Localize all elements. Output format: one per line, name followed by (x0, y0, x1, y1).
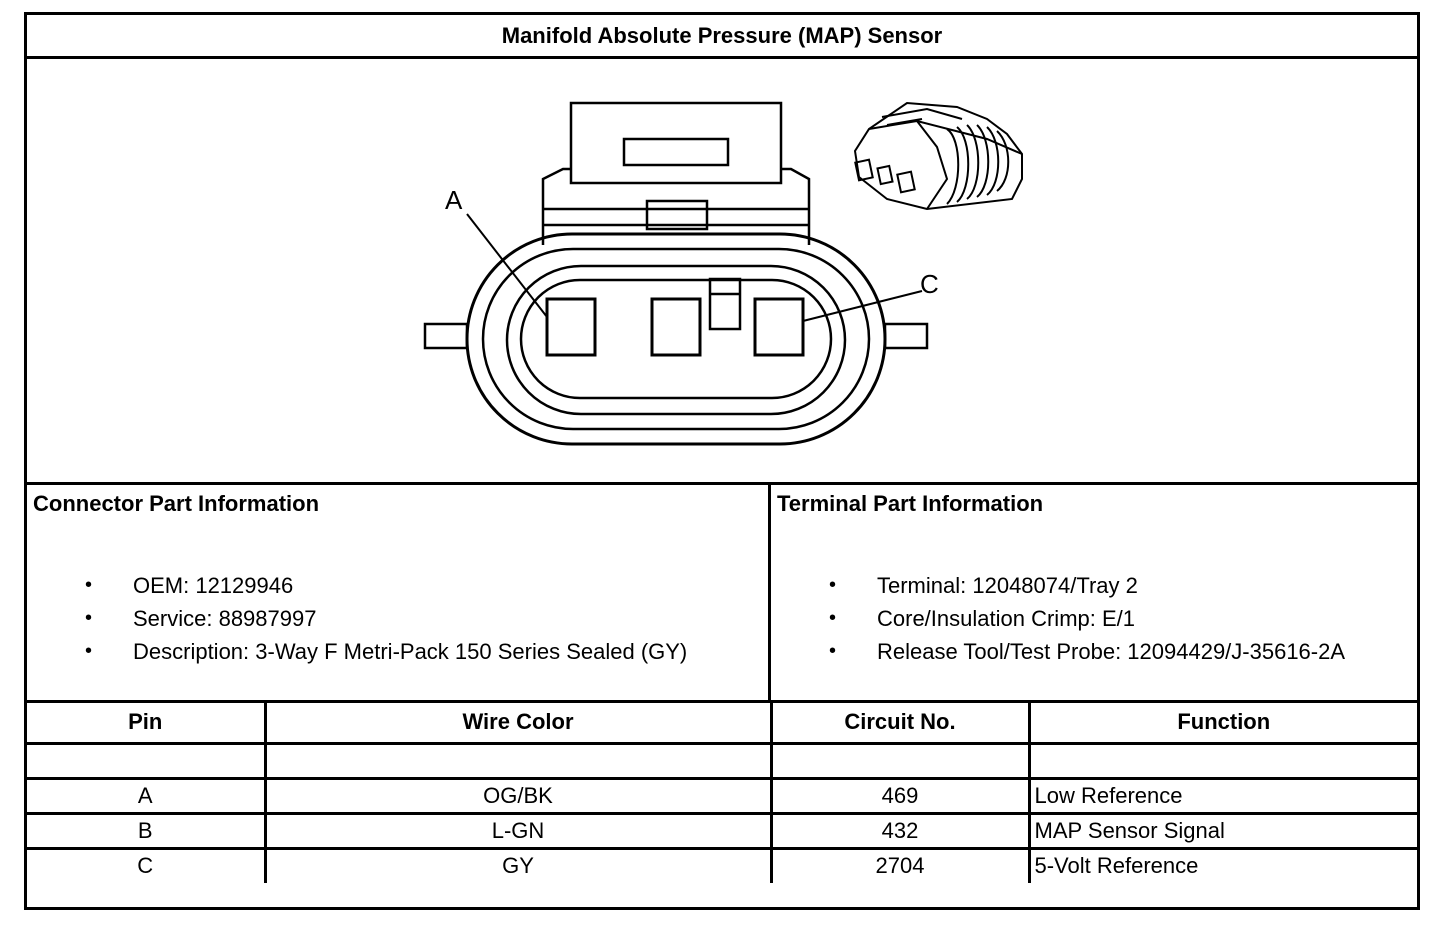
pin-table: Pin Wire Color Circuit No. Function A OG… (27, 703, 1417, 883)
bullet-icon: • (829, 607, 837, 629)
cell-function: 5-Volt Reference (1027, 846, 1417, 883)
table-row: B L-GN 432 MAP Sensor Signal (27, 811, 1417, 850)
cell-circuit-no (769, 741, 1031, 780)
callout-a-label: A (445, 185, 463, 215)
header-circuit-no: Circuit No. (769, 703, 1031, 745)
cell-function: Low Reference (1027, 776, 1417, 815)
table-header-row: Pin Wire Color Circuit No. Function (27, 703, 1417, 745)
list-item: • Release Tool/Test Probe: 12094429/J-356… (771, 635, 1345, 668)
cell-circuit-no: 2704 (769, 846, 1031, 883)
cell-wire-color: GY (263, 846, 773, 883)
cell-pin: C (27, 846, 267, 883)
cell-wire-color (263, 741, 773, 780)
list-item: • Description: 3-Way F Metri-Pack 150 Ser… (27, 635, 687, 668)
bullet-icon: • (829, 640, 837, 662)
connector-part-info: Connector Part Information • OEM: 1212994… (27, 485, 771, 700)
header-wire-color: Wire Color (263, 703, 773, 745)
bullet-icon: • (829, 574, 837, 596)
list-item: • Core/Insulation Crimp: E/1 (771, 602, 1345, 635)
connector-service-text: Service: 88987997 (133, 606, 317, 631)
connector-sheet: Manifold Absolute Pressure (MAP) Sensor (24, 12, 1420, 910)
cell-wire-color: OG/BK (263, 776, 773, 815)
connector-figure: A C (27, 59, 1417, 485)
table-row: A OG/BK 469 Low Reference (27, 776, 1417, 815)
connector-description-text: Description: 3-Way F Metri-Pack 150 Seri… (133, 639, 688, 664)
connector-info-list: • OEM: 12129946 • Service: 88987997 • Descr… (27, 569, 687, 668)
callout-c-label: C (920, 269, 939, 299)
terminal-tool-text: Release Tool/Test Probe: 12094429/J-3561… (877, 639, 1346, 664)
cell-function (1027, 741, 1417, 780)
terminal-info-list: • Terminal: 12048074/Tray 2 • Core/Insulat… (771, 569, 1345, 668)
terminal-info-heading: Terminal Part Information (777, 491, 1044, 516)
table-row: C GY 2704 5-Volt Reference (27, 846, 1417, 883)
list-item: • OEM: 12129946 (27, 569, 687, 602)
cell-circuit-no: 469 (769, 776, 1031, 815)
terminal-number-text: Terminal: 12048074/Tray 2 (877, 573, 1138, 598)
connector-face-view-icon (423, 101, 929, 446)
connector-info-heading: Connector Part Information (33, 491, 320, 516)
terminal-crimp-text: Core/Insulation Crimp: E/1 (877, 606, 1135, 631)
terminal-part-info: Terminal Part Information • Terminal: 120… (771, 485, 1417, 700)
bullet-icon: • (85, 607, 93, 629)
part-info-section: Connector Part Information • OEM: 1212994… (27, 485, 1417, 703)
connector-diagram-svg: A C (423, 101, 1023, 446)
cell-circuit-no: 432 (769, 811, 1031, 850)
cell-pin: A (27, 776, 267, 815)
connector-oem-text: OEM: 12129946 (133, 573, 294, 598)
table-row (27, 741, 1417, 780)
header-function: Function (1027, 703, 1417, 745)
list-item: • Terminal: 12048074/Tray 2 (771, 569, 1345, 602)
page-title: Manifold Absolute Pressure (MAP) Sensor (27, 15, 1417, 59)
list-item: • Service: 88987997 (27, 602, 687, 635)
bullet-icon: • (85, 574, 93, 596)
cell-pin (27, 741, 267, 780)
bullet-icon: • (85, 640, 93, 662)
cell-function: MAP Sensor Signal (1027, 811, 1417, 850)
cell-wire-color: L-GN (263, 811, 773, 850)
connector-isometric-view-icon (853, 101, 1023, 211)
header-pin: Pin (27, 703, 267, 745)
cell-pin: B (27, 811, 267, 850)
